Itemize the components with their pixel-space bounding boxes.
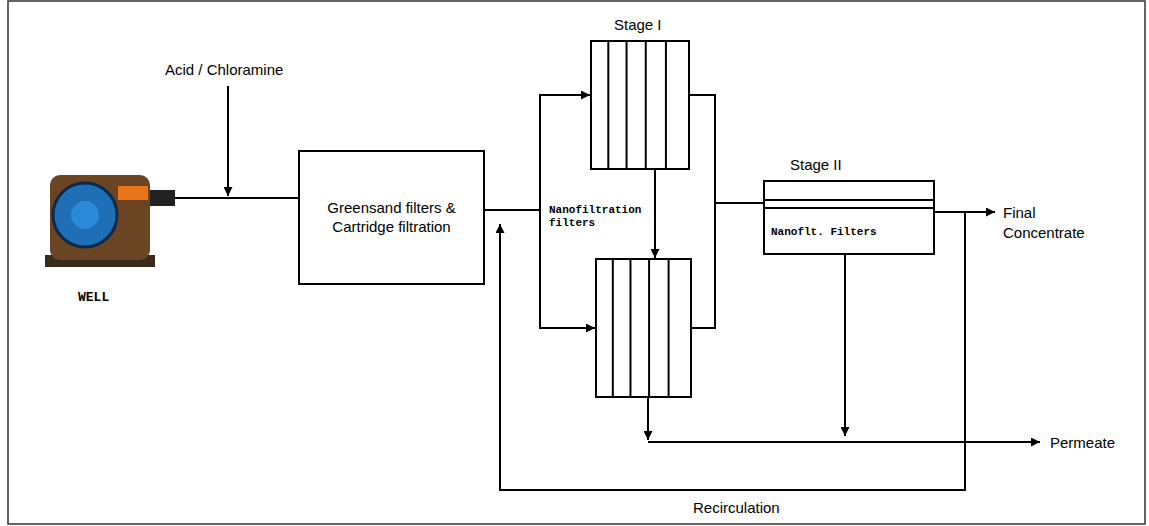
flow-line — [175, 197, 298, 199]
well-pump: WELL — [40, 160, 175, 310]
node-text: Greensand filters & Cartridge filtration — [317, 199, 467, 237]
permeate-drop — [844, 255, 846, 436]
stage-heading: Stage II — [790, 156, 842, 175]
node-text: Stage I — [614, 16, 662, 35]
pump-impeller — [53, 183, 117, 247]
membrane-lines — [592, 42, 688, 168]
flow-line — [692, 203, 763, 328]
node-text: WELL — [78, 290, 109, 306]
membrane-lines — [765, 182, 933, 253]
pump-outlet — [150, 190, 175, 206]
node-text: Nanoflt. Filters — [771, 226, 877, 239]
dosing-arrow — [227, 86, 229, 196]
nanofiltration-vessel: Nanofiltration filters — [595, 258, 692, 398]
membrane-element — [626, 42, 628, 168]
membrane-element — [665, 42, 667, 168]
pump-hub — [71, 201, 99, 229]
flow-line — [654, 170, 656, 258]
membrane-element — [765, 207, 933, 209]
flow-line — [690, 95, 763, 203]
flow-line — [485, 95, 590, 210]
flow-line — [485, 210, 595, 328]
nanofiltration-vessel: Stage I — [590, 40, 690, 170]
membrane-element — [668, 260, 670, 396]
outlet-label: Permeate — [1050, 433, 1115, 453]
membrane-element — [607, 42, 609, 168]
permeate-line — [648, 441, 1040, 443]
nanofiltration-stage: Stage IINanoflt. Filters — [763, 180, 935, 255]
pump-motor — [118, 186, 148, 200]
chemical-label: Acid / Chloramine — [165, 60, 283, 80]
membrane-lines — [597, 260, 690, 396]
permeate-drop — [647, 398, 649, 440]
pump-icon — [45, 175, 175, 267]
pretreatment-box: Greensand filters & Cartridge filtration — [298, 150, 485, 285]
outlet-label: Final Concentrate — [1003, 203, 1098, 242]
membrane-element — [645, 42, 647, 168]
pump-body — [50, 175, 150, 260]
membrane-element — [648, 260, 650, 396]
node-text: Nanofiltration filters — [549, 204, 645, 230]
flow-label: Recirculation — [693, 498, 780, 518]
membrane-element — [612, 260, 614, 396]
recirculation-line — [500, 212, 965, 490]
frame — [8, 1, 1145, 524]
membrane-element — [629, 260, 631, 396]
membrane-element — [765, 199, 933, 201]
